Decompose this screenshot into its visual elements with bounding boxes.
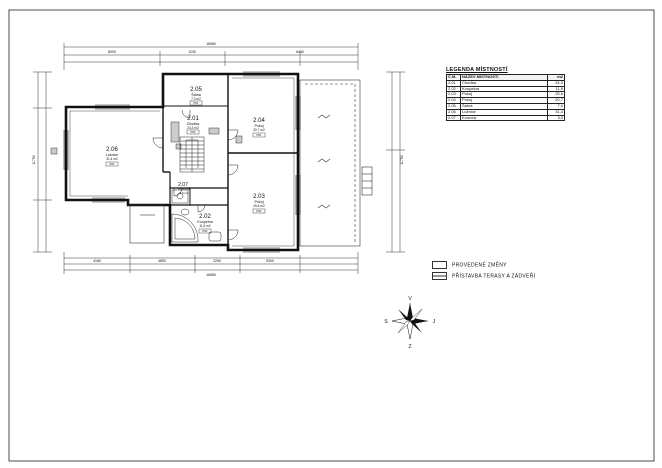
svg-text:2.07: 2.07 xyxy=(178,182,188,188)
dim-bottom-4: 5300 xyxy=(266,259,274,263)
building-walls xyxy=(64,72,300,252)
svg-text:Šatna: Šatna xyxy=(191,92,200,97)
key-extension: PŘÍSTAVBA TERASY A ZÁDVEŘÍ xyxy=(432,272,535,280)
compass-north-label: V xyxy=(408,296,412,302)
room-label-2-04: 2.04 Pokoj 20,7 m2 P01 xyxy=(252,118,265,138)
room-label-2-07: 2.07 Komora 3,0 m2 xyxy=(178,182,190,195)
svg-text:P01: P01 xyxy=(257,133,262,137)
legend-title: LEGENDA MÍSTNOSTÍ xyxy=(446,67,508,73)
svg-text:31,4 m2: 31,4 m2 xyxy=(106,157,118,161)
svg-text:2.03: 2.03 xyxy=(253,194,265,200)
terrace-extension xyxy=(129,79,373,247)
compass-east-label: J xyxy=(433,319,436,325)
svg-text:11,5 m2: 11,5 m2 xyxy=(199,224,211,228)
door-swings xyxy=(152,109,239,241)
dim-bottom-1: 4180 xyxy=(93,259,101,263)
room-legend: LEGENDA MÍSTNOSTÍ Č.M. NÁZEV MÍSTNOSTI m… xyxy=(446,67,565,122)
svg-text:25,6 m2: 25,6 m2 xyxy=(253,204,265,208)
svg-text:2.02: 2.02 xyxy=(199,214,211,220)
svg-text:Pokoj: Pokoj xyxy=(255,200,264,204)
dim-bottom-3: 2250 xyxy=(213,259,221,263)
compass-west-label: S xyxy=(384,319,388,325)
bathroom-fixtures xyxy=(171,189,222,243)
dim-left: 11750 xyxy=(32,155,36,165)
dimension-lines-top xyxy=(63,43,359,70)
dim-top-2: 1230 xyxy=(188,50,196,54)
room-label-2-01: 2.01 Chodba 24,3 m2 P02 xyxy=(187,116,200,135)
dim-right: 11750 xyxy=(400,155,404,165)
dim-bottom-overall: 16580 xyxy=(206,273,216,277)
key-changes: PROVEDENÉ ZMĚNY xyxy=(432,261,507,269)
svg-text:20,7 m2: 20,7 m2 xyxy=(253,128,265,132)
svg-text:2.06: 2.06 xyxy=(106,147,118,153)
svg-text:3,0 m2: 3,0 m2 xyxy=(179,191,189,195)
staircase xyxy=(179,136,205,173)
svg-text:Pokoj: Pokoj xyxy=(255,124,264,128)
room-label-2-03: 2.03 Pokoj 25,6 m2 P01 xyxy=(252,194,265,214)
room-label-2-06: 2.06 Ložnice 31,4 m2 P01 xyxy=(105,147,118,167)
svg-text:P01: P01 xyxy=(194,101,199,105)
compass-south-label: Z xyxy=(408,344,411,350)
key-changes-swatch xyxy=(432,261,447,269)
dimension-lines-bottom xyxy=(63,252,359,274)
wall-details xyxy=(50,121,243,155)
compass-rose: V Z S J xyxy=(384,296,435,350)
svg-text:Koupelna: Koupelna xyxy=(197,220,212,224)
svg-text:P01: P01 xyxy=(257,209,262,213)
svg-text:P01: P01 xyxy=(110,162,115,166)
key-extension-label: PŘÍSTAVBA TERASY A ZÁDVEŘÍ xyxy=(452,273,536,280)
key-extension-swatch xyxy=(432,272,447,280)
svg-text:P02: P02 xyxy=(191,130,196,134)
dim-top-1: 8000 xyxy=(108,50,116,54)
key-changes-label: PROVEDENÉ ZMĚNY xyxy=(452,262,507,269)
svg-text:2.05: 2.05 xyxy=(190,87,202,93)
svg-text:Ložnice: Ložnice xyxy=(106,153,118,157)
svg-text:Komora: Komora xyxy=(178,187,189,191)
dim-top-overall: 16580 xyxy=(206,42,216,46)
svg-text:7,0 m2: 7,0 m2 xyxy=(191,97,201,101)
dim-bottom-2: 4850 xyxy=(158,259,166,263)
windows xyxy=(63,71,301,253)
dim-top-3: 6430 xyxy=(296,50,304,54)
room-label-2-05: 2.05 Šatna 7,0 m2 P01 xyxy=(189,87,202,106)
svg-text:2.01: 2.01 xyxy=(187,116,199,122)
dimension-lines-sides xyxy=(33,71,405,253)
svg-text:P02: P02 xyxy=(203,229,208,233)
svg-text:2.04: 2.04 xyxy=(253,118,265,124)
svg-text:24,3 m2: 24,3 m2 xyxy=(187,126,199,130)
room-label-2-02: 2.02 Koupelna 11,5 m2 P02 xyxy=(197,214,213,234)
sheet-border xyxy=(8,9,655,462)
svg-text:Chodba: Chodba xyxy=(187,122,200,126)
